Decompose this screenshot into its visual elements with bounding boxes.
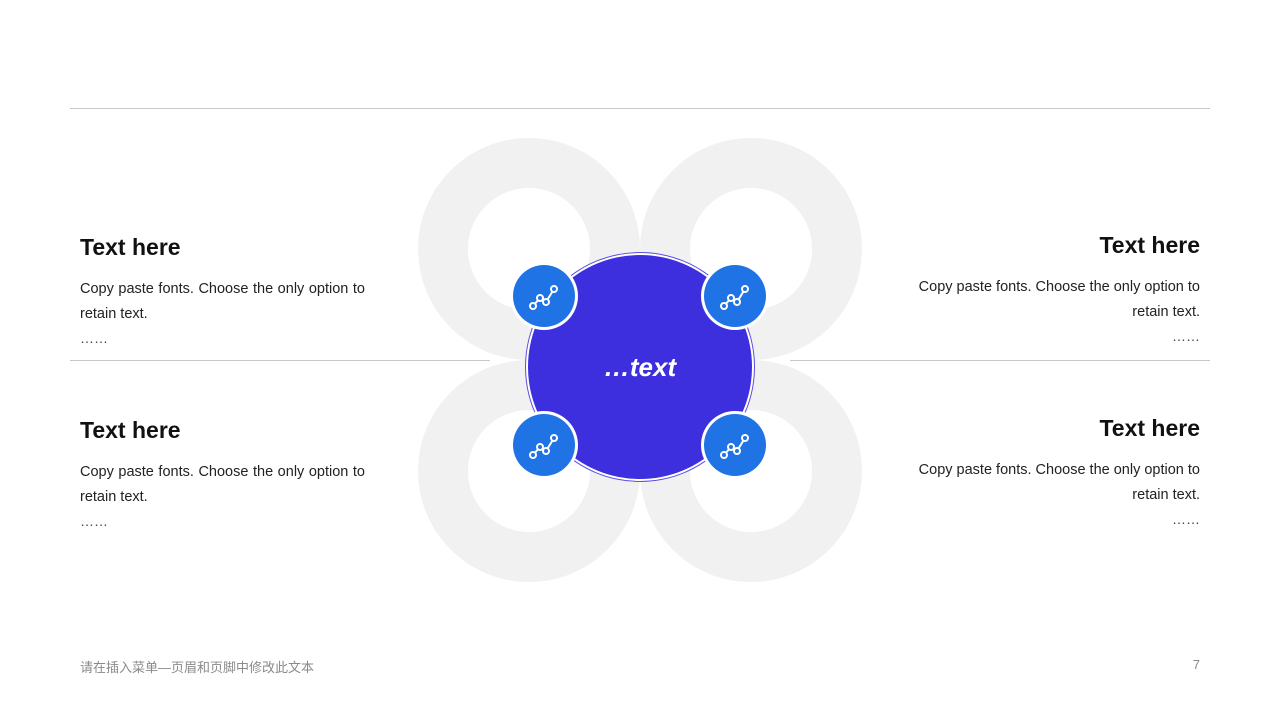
line-chart-icon <box>720 434 749 459</box>
block-body: Copy paste fonts. Choose the only option… <box>80 464 365 505</box>
footer-text: 请在插入菜单—页眉和页脚中修改此文本 <box>80 660 315 675</box>
block-body: Copy paste fonts. Choose the only option… <box>918 462 1200 503</box>
text-block-bottom-right: Text here Copy paste fonts. Choose the o… <box>900 414 1200 528</box>
top-divider <box>70 108 1210 109</box>
block-ellipsis: …… <box>80 330 108 346</box>
icon-badge-top-right <box>704 265 766 327</box>
block-title: Text here <box>1099 232 1200 258</box>
block-body: Copy paste fonts. Choose the only option… <box>80 281 365 322</box>
block-title: Text here <box>80 234 181 260</box>
icon-badge-top-left <box>513 265 575 327</box>
block-title: Text here <box>80 417 181 443</box>
icon-badge-bottom-right <box>704 414 766 476</box>
text-block-top-left: Text here Copy paste fonts. Choose the o… <box>80 233 365 347</box>
text-block-bottom-left: Text here Copy paste fonts. Choose the o… <box>80 416 365 530</box>
text-block-top-right: Text here Copy paste fonts. Choose the o… <box>900 231 1200 345</box>
icon-badge-bottom-left <box>513 414 575 476</box>
middle-divider-left <box>70 360 490 361</box>
center-label: …text <box>603 351 677 382</box>
block-ellipsis: …… <box>1172 328 1200 344</box>
block-title: Text here <box>1099 415 1200 441</box>
block-ellipsis: …… <box>80 513 108 529</box>
page-number: 7 <box>1192 657 1200 672</box>
line-chart-icon <box>529 434 558 459</box>
line-chart-icon <box>720 285 749 310</box>
block-body: Copy paste fonts. Choose the only option… <box>918 279 1200 320</box>
block-ellipsis: …… <box>1172 511 1200 527</box>
line-chart-icon <box>529 285 558 310</box>
middle-divider-right <box>790 360 1210 361</box>
